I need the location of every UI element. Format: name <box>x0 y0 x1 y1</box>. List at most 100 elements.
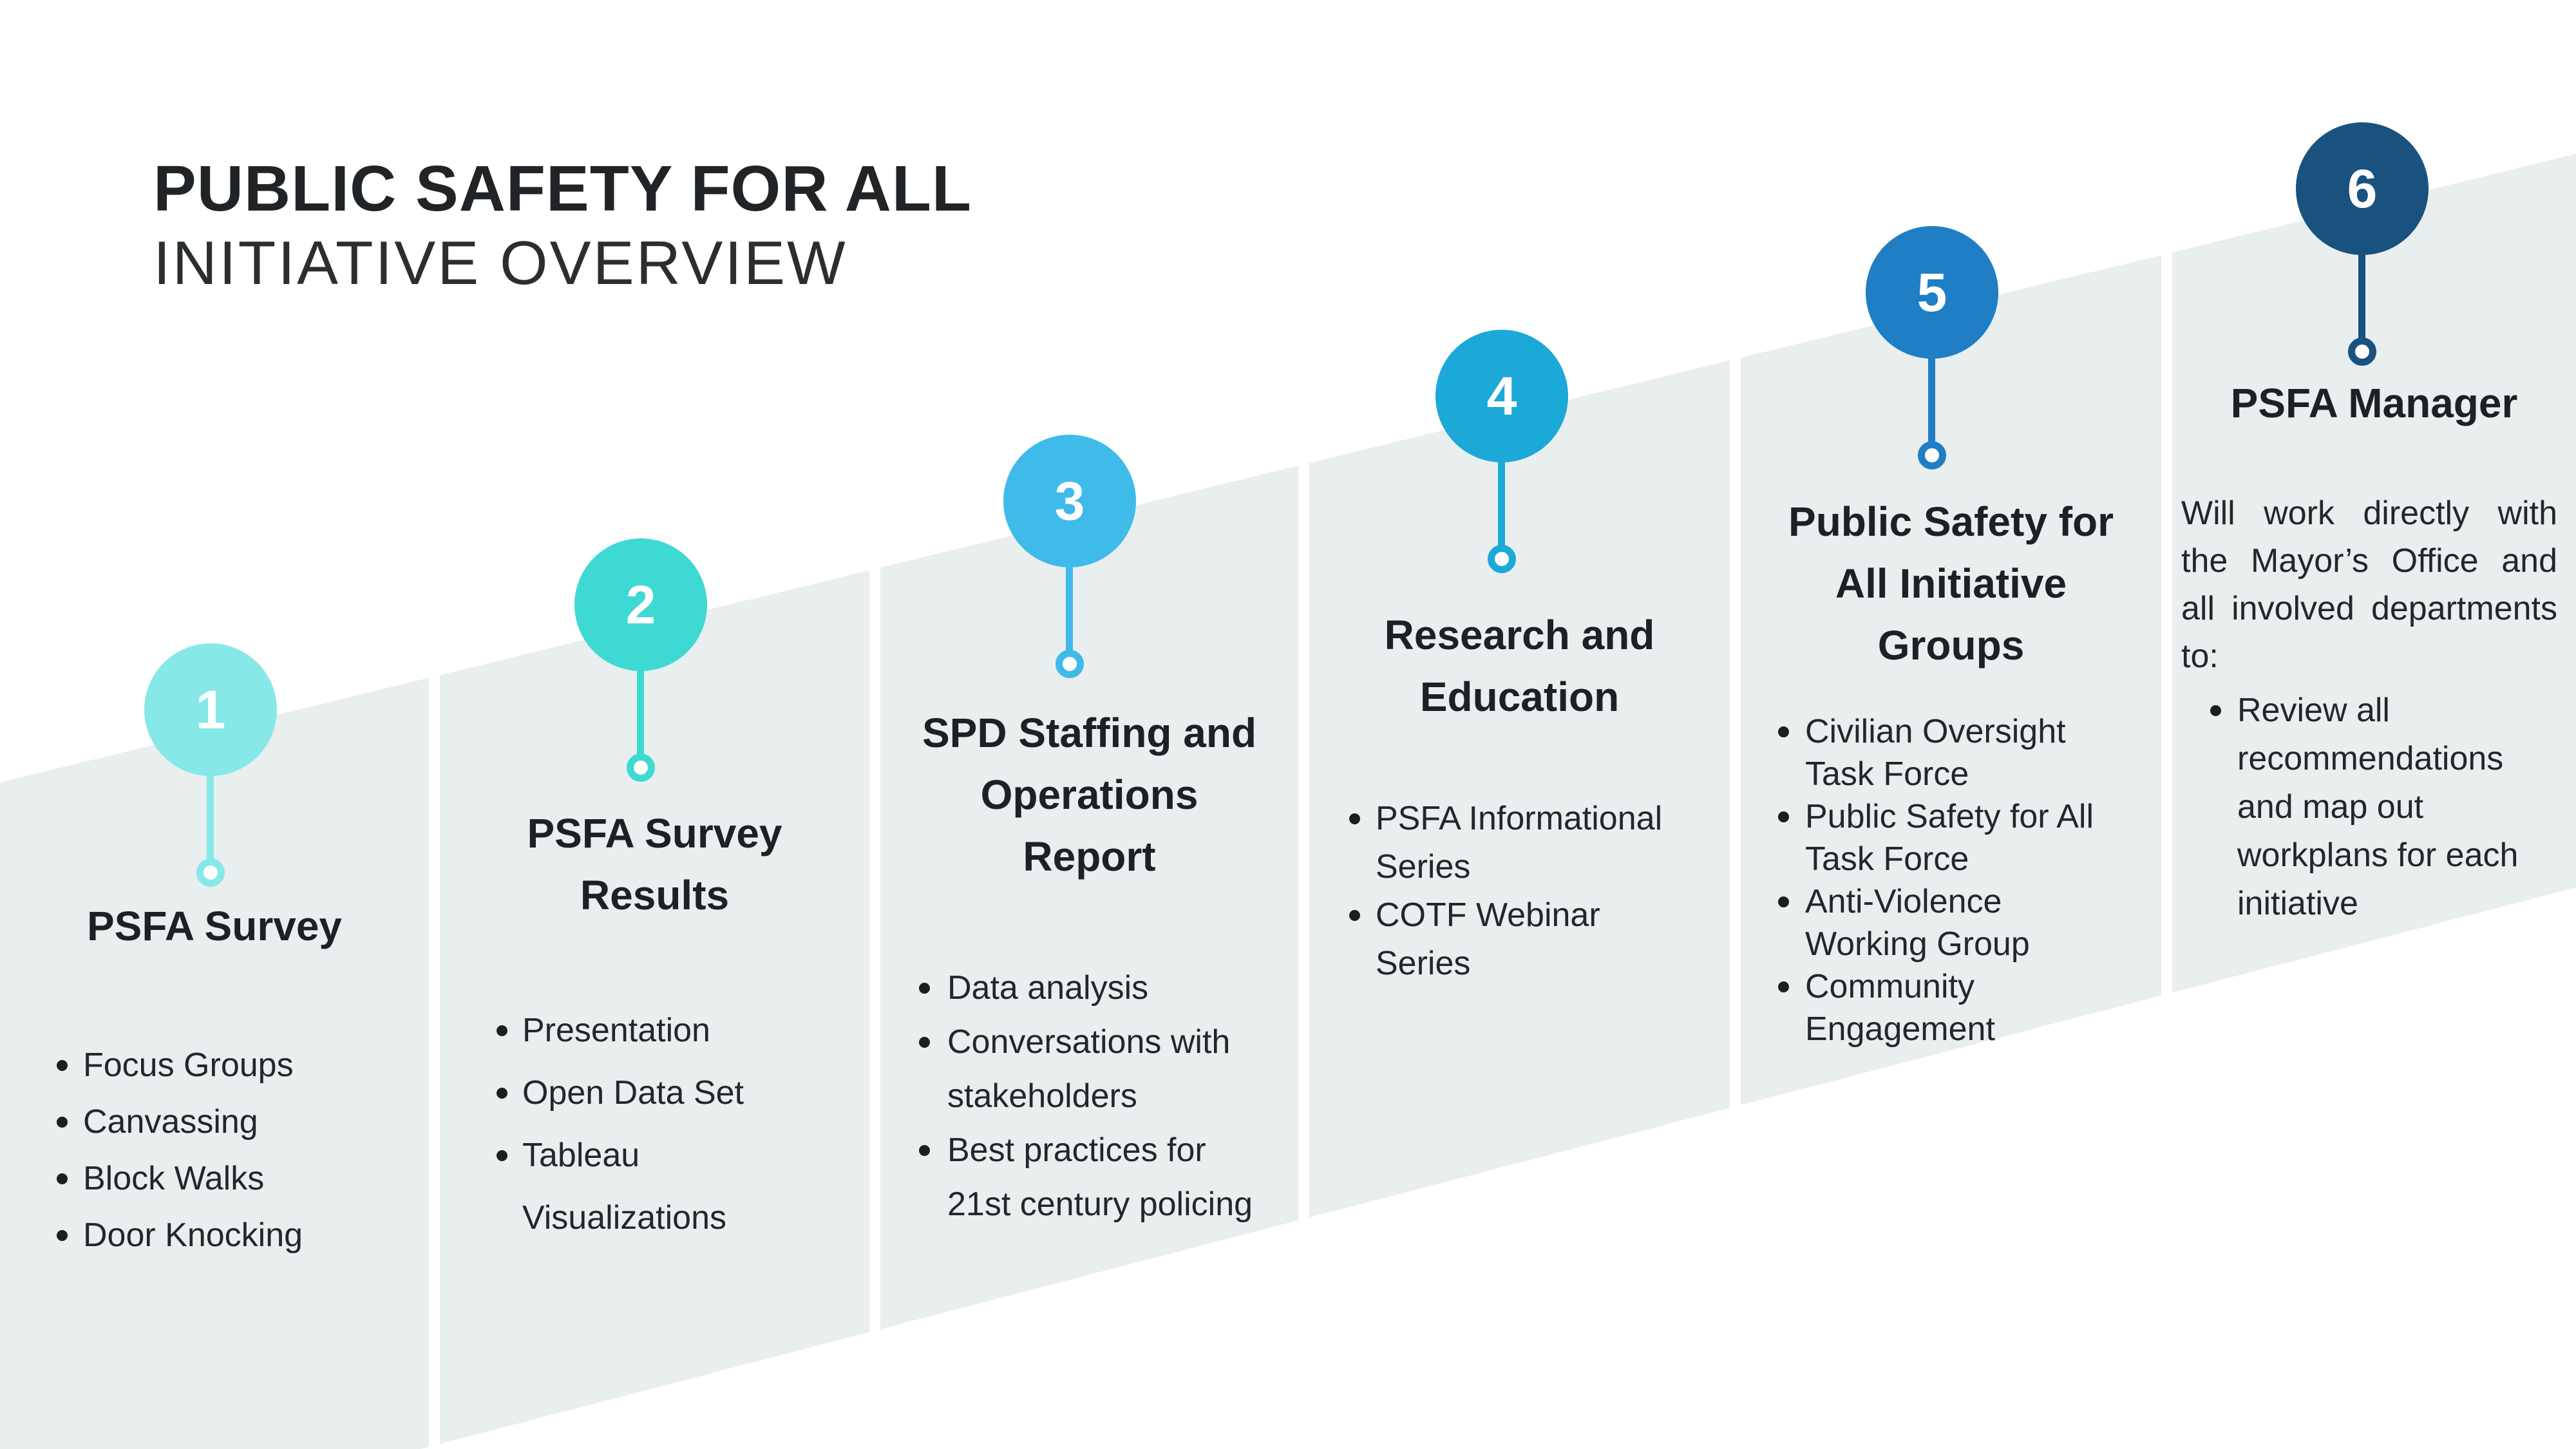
timeline-node-icon <box>1056 650 1084 678</box>
step-heading-line: PSFA Manager <box>2230 380 2518 426</box>
panel-separator <box>1298 0 1309 1449</box>
step-heading-line: PSFA Survey <box>527 810 782 857</box>
bullet-item: Best practices for 21st century policing <box>880 1123 1298 1231</box>
bullet-line: Block Walks <box>83 1160 265 1197</box>
timeline-node-icon <box>1918 441 1946 469</box>
panel-separator <box>2161 0 2172 1449</box>
panel-separator <box>429 0 440 1449</box>
bullet-line: Focus Groups <box>83 1046 294 1084</box>
page-title-sub: INITIATIVE OVERVIEW <box>153 229 848 298</box>
bullet-line: COTF Webinar <box>1376 896 1600 934</box>
step-heading-line: SPD Staffing and <box>922 710 1257 756</box>
step-number: 6 <box>2347 158 2378 219</box>
bullet-line: Open Data Set <box>522 1074 744 1112</box>
step-number-badge: 4 <box>1435 330 1568 462</box>
bullet-line: Public Safety for All <box>1805 798 2094 835</box>
bullet-line: Working Group <box>1805 925 2030 963</box>
timeline-stem <box>637 670 644 755</box>
bullet-line: Series <box>1376 848 1471 886</box>
bullet-item: Conversations with stakeholders <box>880 1015 1298 1123</box>
step-number: 2 <box>625 574 656 635</box>
step-number: 1 <box>195 679 226 740</box>
step-paragraph: Will work directly with the Mayor’s Offic… <box>2181 489 2557 680</box>
bullet-line: Civilian Oversight <box>1805 713 2066 750</box>
bullet-line: Visualizations <box>522 1199 727 1236</box>
bullet-line: Data analysis <box>947 969 1149 1007</box>
bullet-line: recommendations <box>2237 740 2504 777</box>
bullet-line: workplans for each <box>2237 837 2519 874</box>
bullet-line: Task Force <box>1805 840 1969 878</box>
step-heading-line: Groups <box>1877 622 2025 668</box>
bullet-line: Tableau <box>522 1137 640 1174</box>
step-heading-line: Report <box>1023 833 1156 880</box>
step-heading-line: PSFA Survey <box>86 903 343 949</box>
bullet-item: Data analysis <box>880 961 1298 1015</box>
step-heading: PSFA Survey <box>0 895 429 957</box>
panel-separator <box>1730 0 1741 1449</box>
bullet-line: Engagement <box>1805 1010 1995 1048</box>
step-number-badge: 1 <box>144 643 277 776</box>
step-heading: PSFA Manager <box>2172 372 2576 434</box>
bullet-line: Canvassing <box>83 1103 258 1141</box>
bullet-line: Review all <box>2237 692 2390 729</box>
step-heading-line: Public Safety for <box>1788 498 2114 545</box>
step-number: 3 <box>1054 470 1085 531</box>
bullet-item: Block Walks <box>0 1150 429 1207</box>
step-paragraph-line: Will work directly with <box>2181 495 2557 532</box>
step-paragraph-line: all involved departments <box>2181 590 2557 627</box>
bullet-item: Presentation <box>440 999 869 1062</box>
bullet-line: Series <box>1376 945 1471 982</box>
step-paragraph-line: the Mayor’s Office and <box>2181 542 2557 580</box>
timeline-node-icon <box>2348 337 2376 366</box>
bullet-line: Best practices for <box>947 1132 1206 1169</box>
step-heading-line: Operations <box>980 772 1198 818</box>
bullet-item: Canvassing <box>0 1094 429 1150</box>
bullet-line: stakeholders <box>947 1077 1137 1115</box>
timeline-stem <box>2358 254 2365 339</box>
step-heading-line: All Initiative <box>1835 560 2067 607</box>
bullet-line: Conversations with <box>947 1023 1231 1061</box>
bullet-line: 21st century policing <box>947 1186 1253 1223</box>
step-number: 4 <box>1486 365 1517 426</box>
step-number-badge: 6 <box>2296 122 2429 255</box>
bullet-item: Focus Groups <box>0 1037 429 1094</box>
page-title: PUBLIC SAFETY FOR ALL INITIATIVE OVERVIE… <box>153 149 972 299</box>
bullet-line: Anti-Violence <box>1805 883 2002 920</box>
step-number: 5 <box>1917 261 1947 323</box>
bullet-line: Door Knocking <box>83 1217 303 1254</box>
panel-separator <box>869 0 880 1449</box>
bullet-line: Presentation <box>522 1012 710 1049</box>
timeline-step-6: 6 PSFA Manager Will work directly with th… <box>2172 0 2576 1449</box>
step-paragraph-line: to: <box>2181 638 2219 675</box>
bullet-line: Community <box>1805 968 1975 1005</box>
step-heading-line: Research and <box>1384 612 1655 658</box>
step-number-badge: 5 <box>1866 226 1998 359</box>
timeline-node-icon <box>196 858 225 887</box>
timeline-stem <box>1928 357 1935 442</box>
step-number-badge: 3 <box>1003 435 1136 567</box>
timeline-stem <box>1066 566 1073 651</box>
bullet-item: Door Knocking <box>0 1207 429 1264</box>
